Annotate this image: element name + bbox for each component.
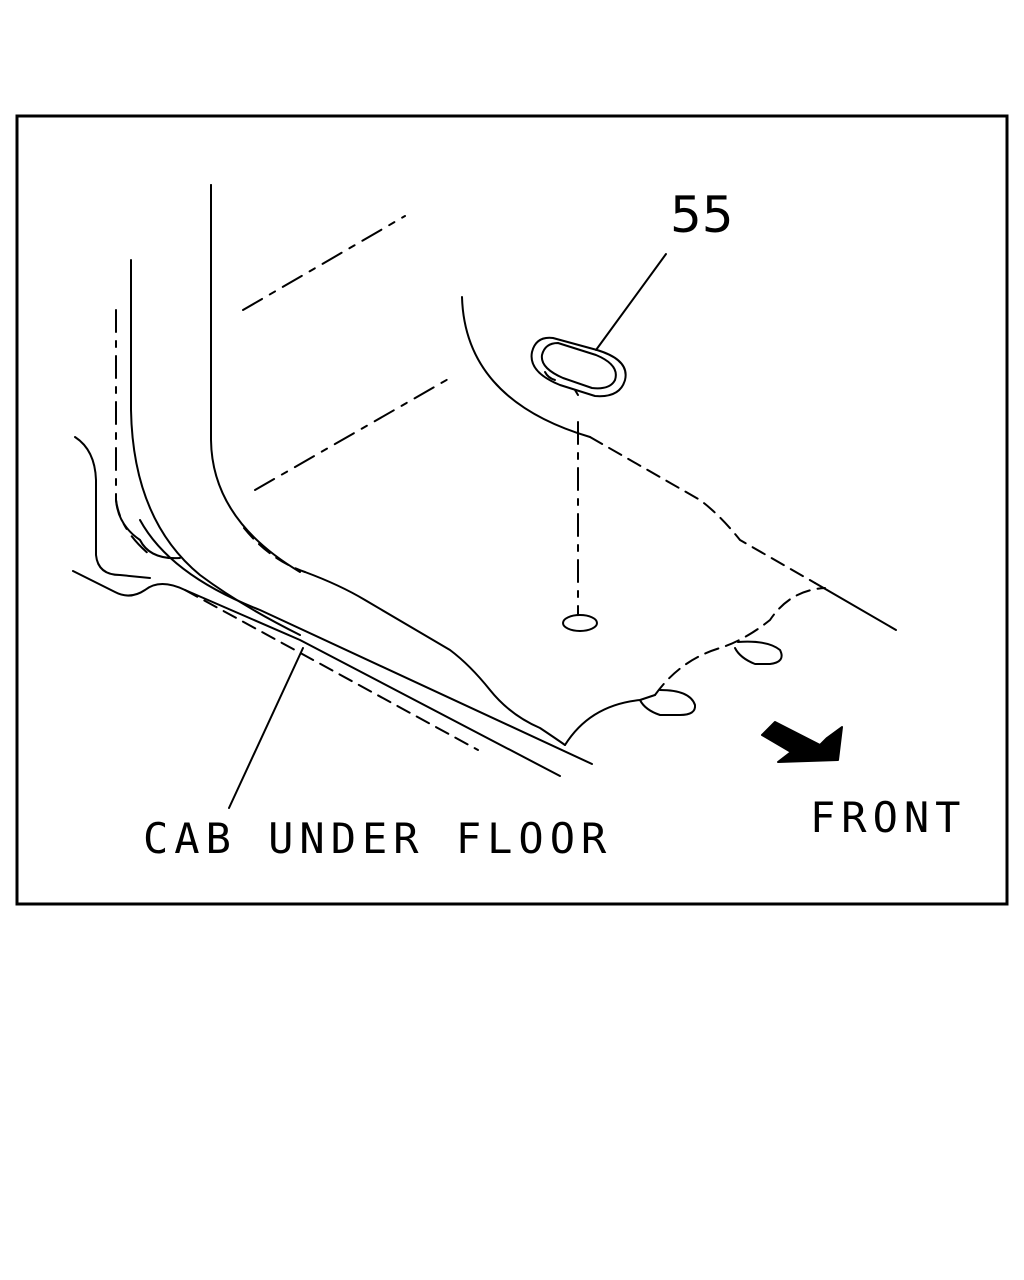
plug-part-55 xyxy=(530,336,627,398)
callout-leader-55 xyxy=(595,253,667,351)
diagram-frame xyxy=(15,114,1009,906)
front-arrow-icon xyxy=(761,721,843,763)
cab-under-floor-drawing xyxy=(72,184,897,777)
part-label-leader xyxy=(228,647,304,809)
part-label: CAB UNDER FLOOR xyxy=(143,814,612,863)
callout-number: 55 xyxy=(670,186,734,244)
front-direction-label: FRONT xyxy=(810,793,966,842)
